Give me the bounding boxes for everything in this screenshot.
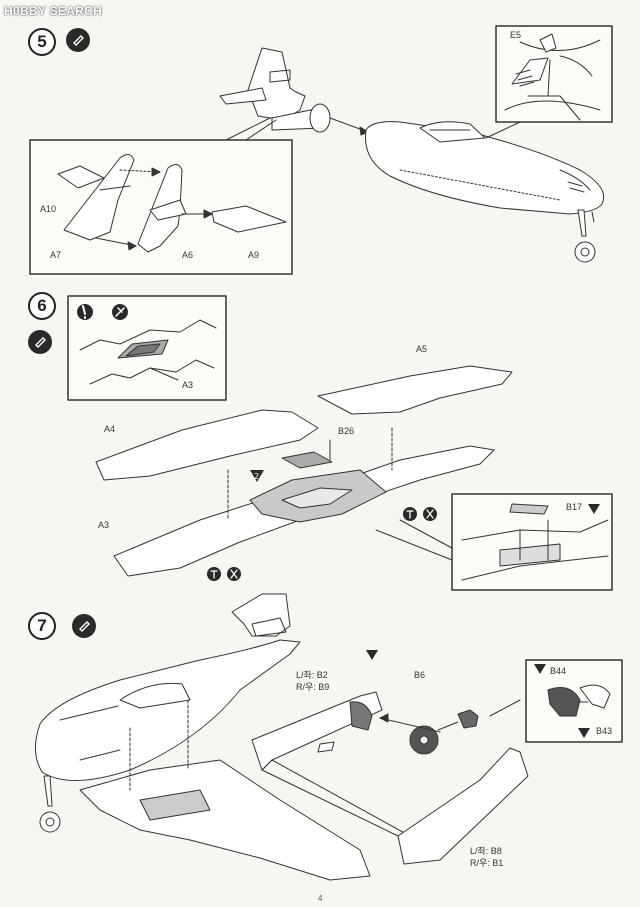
part-label-right-b9: R/우: B9 <box>296 682 330 692</box>
part-label-left-b2: L/좌: B2 <box>296 670 328 680</box>
step-number-5: 5 <box>28 28 56 56</box>
part-label-a5: A5 <box>416 344 428 354</box>
step-number-7: 7 <box>28 612 56 640</box>
part-label-a10: A10 <box>40 204 57 214</box>
fuselage-step7-drawing <box>35 593 371 881</box>
fuselage-step5-drawing <box>365 121 605 263</box>
page-number: 4 <box>318 894 323 903</box>
part-label-a6: A6 <box>182 250 194 260</box>
wing-assembly-drawing <box>251 691 529 865</box>
part-label-b43: B43 <box>596 726 613 736</box>
part-label-e5: E5 <box>510 30 522 40</box>
part-label-a7: A7 <box>50 250 62 260</box>
paint-marker-text: 2 <box>254 472 259 481</box>
part-label-b26: B26 <box>338 426 355 436</box>
step-number-6: 6 <box>28 292 56 320</box>
part-label-b44: B44 <box>550 666 567 676</box>
part-label-a9: A9 <box>248 250 260 260</box>
part-label-right-b1: R/우: B1 <box>470 858 504 868</box>
part-label-left-b8: L/좌: B8 <box>470 846 502 856</box>
tail-assembly-drawing <box>219 47 331 133</box>
cement-icon <box>28 330 52 354</box>
part-label-a4: A4 <box>104 424 116 434</box>
tail-parts-drawing <box>57 154 287 253</box>
wing-detail-drawing <box>79 319 217 385</box>
watermark: H0BBY SEARCH <box>4 4 103 18</box>
cement-icon <box>66 28 90 52</box>
part-label-a3: A3 <box>98 520 110 530</box>
part-label-a3-inset: A3 <box>182 380 194 390</box>
part-label-b17: B17 <box>566 502 583 512</box>
cement-icon <box>72 614 96 638</box>
wings-drawing <box>95 365 513 577</box>
part-label-b6: B6 <box>414 670 426 680</box>
